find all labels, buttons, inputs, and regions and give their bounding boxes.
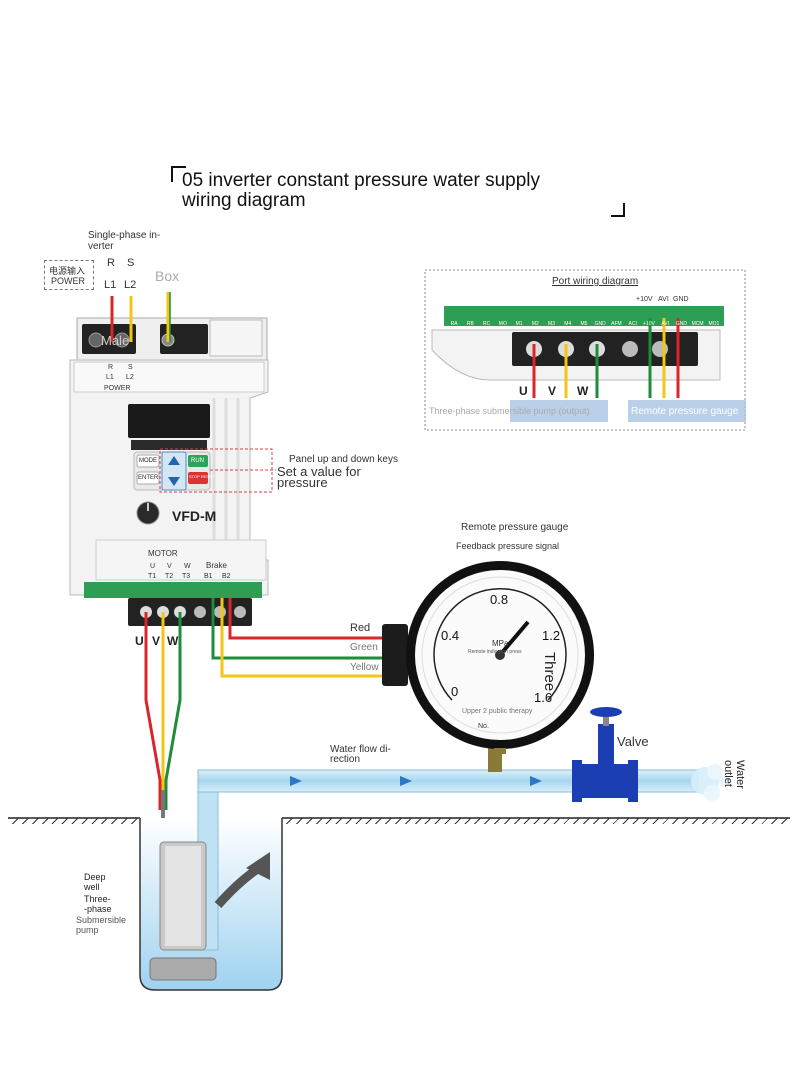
title-bracket-right <box>611 203 625 217</box>
port-strip-label: M5 <box>580 321 588 327</box>
power-input-label-box: 电源输入 POWER <box>44 260 94 290</box>
term-l2-label: L2 <box>124 279 137 291</box>
pump-label-1: Deep <box>84 872 106 882</box>
pump-label-2: well <box>84 882 100 892</box>
port-strip-label: +10V <box>643 321 655 327</box>
remote-gauge-port-label: Remote pressure gauge <box>631 406 739 417</box>
port-strip-label: M3 <box>548 321 555 327</box>
stop-key[interactable]: STOP RESET <box>189 474 215 479</box>
run-key[interactable]: RUN <box>191 458 204 464</box>
port-strip-label: AVI <box>661 321 670 327</box>
port-diagram-title: Port wiring diagram <box>552 276 639 287</box>
flow-label-2: rection <box>330 754 361 765</box>
pump-label-6: pump <box>76 925 99 935</box>
brake-label: Brake <box>206 561 227 570</box>
box-label: Box <box>155 268 180 284</box>
port-strip-labels: RA RB RC MO M1 M2 M3 M4 M5 GND AFM ACI +10V AVI GND MCM… <box>446 321 722 329</box>
wire-red-label: Red <box>350 622 371 634</box>
uvw-u: U <box>135 634 144 648</box>
port-strip-label: M1 <box>515 321 523 327</box>
wire-w-green <box>164 612 182 810</box>
model-label: VFD-M <box>172 508 217 524</box>
ground-hatch-left <box>8 818 140 824</box>
port-strip-label: MCM <box>691 321 704 327</box>
gauge-tick-1-2: 1.2 <box>542 628 561 643</box>
set-value-label-2: pressure <box>277 475 328 490</box>
panel-keys-label: Panel up and down keys <box>289 454 398 465</box>
page-title-line2: wiring diagram <box>182 190 306 211</box>
gauge-tick-0: 0 <box>451 684 459 699</box>
port-strip-label: MO1 <box>708 321 720 327</box>
pump-label-4: -phase <box>84 904 112 914</box>
flow-label: Water flow di- <box>330 744 391 755</box>
wire-green-label: Green <box>350 642 378 653</box>
up-down-keys <box>161 451 187 491</box>
three-label: Three <box>541 652 558 692</box>
port-strip-label: AFM <box>611 321 622 327</box>
gauge-subtitle: Feedback pressure signal <box>456 541 560 551</box>
water-spray <box>691 764 731 801</box>
gauge-title: Remote pressure gauge <box>461 522 569 533</box>
port-strip-label: GND <box>594 321 606 327</box>
gauge-unit: MPa <box>492 639 509 648</box>
outlet-label: Water <box>734 760 746 789</box>
green-terminal-strip <box>84 582 262 598</box>
wire-signal-yellow <box>220 598 388 678</box>
keys-callout-box <box>159 448 273 493</box>
mode-key[interactable]: MODE <box>139 458 157 464</box>
page-title: 05 inverter constant pressure water supp… <box>182 170 541 191</box>
valve-label: Valve <box>617 734 649 749</box>
port-strip-label: RC <box>482 321 491 327</box>
port-strip-label: M2 <box>531 321 539 327</box>
outlet-label-2: outlet <box>722 760 734 787</box>
single-phase-label-2: verter <box>88 241 114 252</box>
port-strip-label: RB <box>466 321 474 327</box>
port-strip-label: M4 <box>564 321 572 327</box>
port-strip-label: RA <box>450 321 458 327</box>
power-label: POWER <box>104 385 131 392</box>
port-strip-label: ACI <box>628 321 637 327</box>
wire-yellow-label: Yellow <box>350 662 379 673</box>
title-bracket-left <box>171 166 186 182</box>
gauge-tick-0-4: 0.4 <box>441 628 460 643</box>
term-s-label: S <box>127 257 135 269</box>
pump-output-label: Three-phase submersible pump (output) <box>429 406 590 416</box>
term-r-label: R <box>107 257 115 269</box>
enter-key[interactable]: ENTER <box>138 475 159 481</box>
wire-signal-green <box>211 598 388 660</box>
inverter-body <box>69 317 269 626</box>
valve[interactable] <box>572 707 638 802</box>
pump-label-5: Submersible <box>76 915 127 925</box>
pump-label-3: Three- <box>84 894 111 904</box>
uvw-v: V <box>152 634 161 648</box>
single-phase-label: Single-phase in- <box>88 230 161 241</box>
wire-u-red <box>144 612 162 810</box>
port-strip-label: MO <box>498 321 507 327</box>
set-value-label: Set a value for <box>277 464 361 479</box>
port-strip-label: GND <box>675 321 687 327</box>
term-l1-label: L1 <box>104 279 117 291</box>
uvw-w: W <box>167 634 179 648</box>
wire-signal-red <box>228 598 388 640</box>
gauge-tick-0-8: 0.8 <box>490 592 509 607</box>
pressure-gauge <box>382 561 594 754</box>
motor-label: MOTOR <box>148 549 178 558</box>
ground-hatch-right <box>282 818 790 824</box>
gauge-tick-1-6: 1.6 <box>534 690 553 705</box>
port-diagram-frame <box>424 269 746 431</box>
male-label: Male <box>101 333 130 348</box>
